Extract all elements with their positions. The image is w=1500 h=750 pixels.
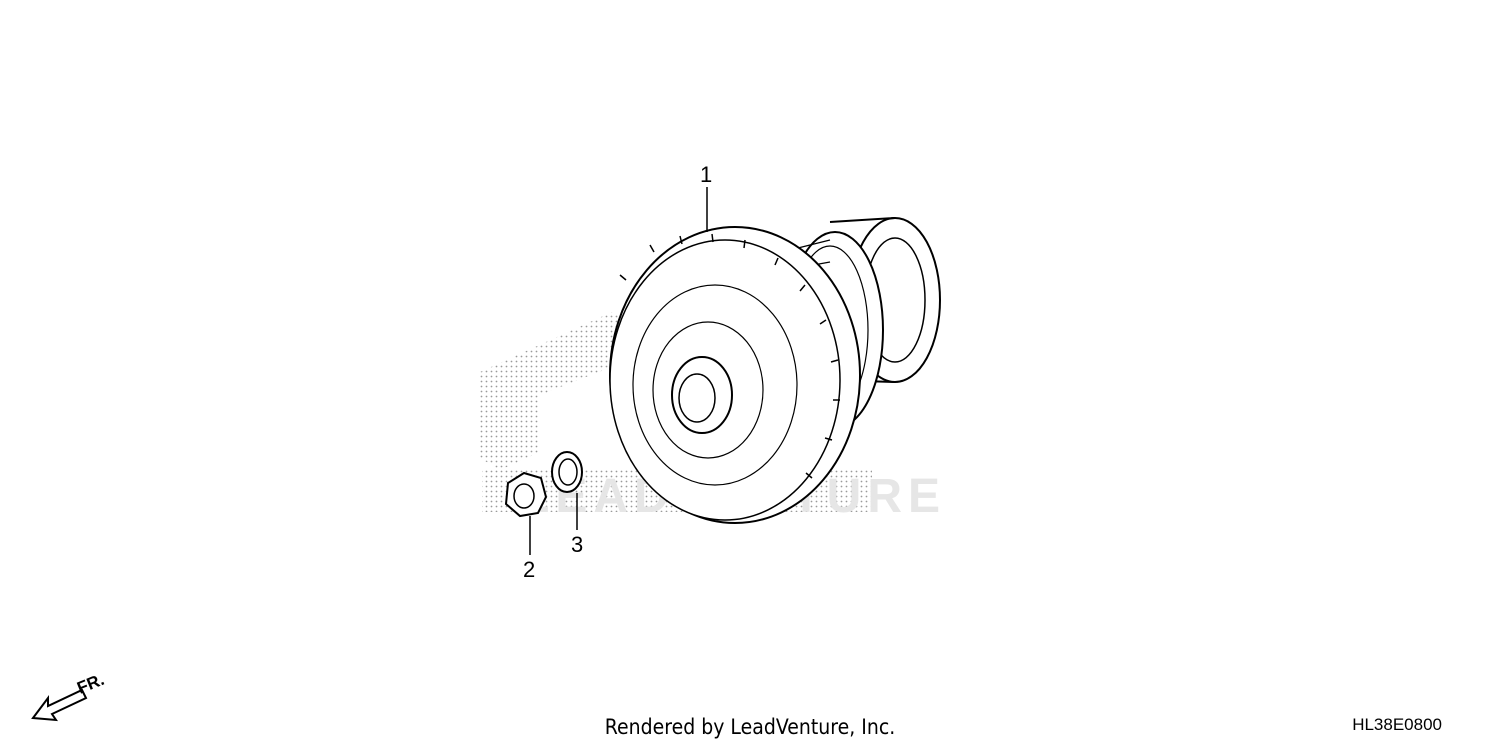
- part-3-washer[interactable]: [551, 451, 583, 530]
- part-1-driven-face-assembly[interactable]: [609, 187, 941, 524]
- flange-rim-notches: [619, 233, 840, 479]
- front-direction-label: FR.: [74, 670, 107, 698]
- part-2-flange-nut[interactable]: [504, 471, 548, 555]
- footer-credit: Rendered by LeadVenture, Inc.: [604, 715, 896, 739]
- diagram-code: HL38E0800: [1352, 715, 1442, 734]
- nut-bore: [513, 483, 535, 509]
- washer-inner: [558, 458, 578, 486]
- center-hub-spline: [678, 373, 716, 423]
- callout-part-1: 1: [700, 162, 712, 187]
- front-direction-indicator: FR.: [31, 670, 107, 722]
- callout-part-2: 2: [523, 557, 535, 582]
- front-arrow-icon: [31, 688, 88, 722]
- callout-part-3: 3: [571, 532, 583, 557]
- watermark-dotted-logo: [480, 312, 650, 470]
